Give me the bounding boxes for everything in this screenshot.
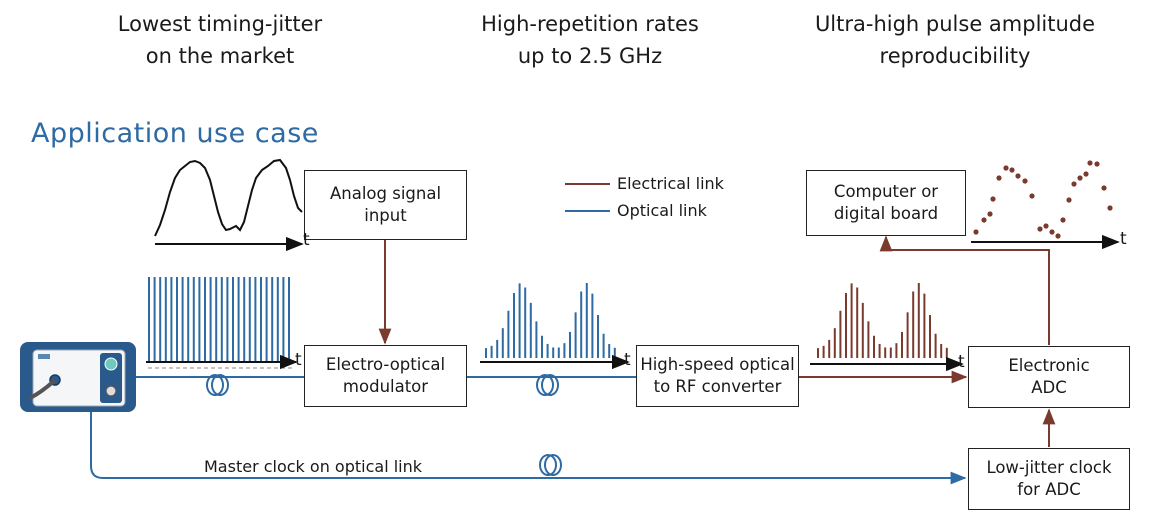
box-label: Electro-optical xyxy=(325,355,446,374)
sampled-data-points xyxy=(973,160,1113,239)
sample-dot xyxy=(1022,178,1028,184)
electronic-adc-box: Electronic ADC xyxy=(968,346,1130,408)
box-label: Electronic xyxy=(1008,356,1090,375)
feature-header-line: Lowest timing-jitter xyxy=(117,12,323,36)
box-label: digital board xyxy=(833,204,939,223)
axis-label-t: t xyxy=(1120,229,1127,249)
box-label: Low-jitter clock xyxy=(986,458,1112,477)
sample-dot xyxy=(1015,173,1021,179)
feature-header-line: Ultra-high pulse amplitude xyxy=(814,12,1096,36)
box-label: ADC xyxy=(1031,378,1067,397)
axis-label-t: t xyxy=(624,350,631,370)
box-label: Analog signal xyxy=(329,184,442,203)
computer-digital-board-box: Computer or digital board xyxy=(806,170,966,236)
sample-dot xyxy=(987,211,993,217)
box-label: High-speed optical xyxy=(640,355,795,374)
master-clock-label: Master clock on optical link xyxy=(204,457,423,476)
sample-dot xyxy=(1049,229,1055,235)
electrical-pulse-train xyxy=(817,283,948,358)
fiber-coil-icon xyxy=(539,454,562,476)
optical-pulse-train xyxy=(148,277,290,362)
feature-header-line: High-repetition rates xyxy=(481,12,699,36)
electro-optical-modulator-box: Electro-optical modulator xyxy=(304,345,467,407)
section-title: Application use case xyxy=(31,118,319,149)
sample-dot xyxy=(981,217,987,223)
low-jitter-clock-box: Low-jitter clock for ADC xyxy=(968,448,1130,510)
feature-header-line: on the market xyxy=(145,44,295,68)
feature-header-line: up to 2.5 GHz xyxy=(517,44,663,68)
feature-header-repetition: High-repetition rates up to 2.5 GHz xyxy=(450,8,730,72)
legend-electrical-label: Electrical link xyxy=(617,174,724,193)
feature-header-line: reproducibility xyxy=(879,44,1031,68)
optical-to-rf-converter-box: High-speed optical to RF converter xyxy=(636,345,799,407)
sample-dot xyxy=(1037,226,1043,232)
sample-dot xyxy=(1083,171,1089,177)
feature-header-jitter: Lowest timing-jitter on the market xyxy=(80,8,360,72)
axis-label-t: t xyxy=(295,350,302,370)
sample-dot xyxy=(1066,197,1072,203)
box-label: to RF converter xyxy=(653,377,782,396)
sample-dot xyxy=(1077,175,1083,181)
sample-dot xyxy=(1071,181,1077,187)
box-label: modulator xyxy=(342,377,429,396)
axis-label-t: t xyxy=(303,230,310,250)
axis-label-t: t xyxy=(958,352,965,372)
box-label: Computer or xyxy=(833,182,939,201)
legend-optical-label: Optical link xyxy=(617,201,707,220)
sample-dot xyxy=(1043,223,1049,229)
sample-dot xyxy=(1055,233,1061,239)
sample-dot xyxy=(1101,185,1107,191)
modulated-optical-pulse-train xyxy=(485,283,616,358)
sample-dot xyxy=(990,196,996,202)
sample-dot xyxy=(1003,165,1009,171)
analog-waveform xyxy=(154,158,303,237)
sample-dot xyxy=(1087,160,1093,166)
electrical-link-adc-to-computer xyxy=(879,235,1050,345)
sample-dot xyxy=(1029,193,1035,199)
analog-signal-input-box: Analog signal input xyxy=(304,170,467,240)
sample-dot xyxy=(973,229,979,235)
fiber-coil-icon xyxy=(536,374,559,396)
sample-dot xyxy=(1060,217,1066,223)
master-clock-optical-link xyxy=(90,412,967,485)
feature-header-reproducibility: Ultra-high pulse amplitude reproducibili… xyxy=(790,8,1120,72)
laser-device-icon xyxy=(20,342,136,412)
sample-dot xyxy=(996,175,1002,181)
fiber-coil-icon xyxy=(206,374,229,396)
sample-dot xyxy=(1009,167,1015,173)
box-label: for ADC xyxy=(1017,480,1081,499)
sample-dot xyxy=(1094,161,1100,167)
box-label: input xyxy=(364,206,407,225)
sample-dot xyxy=(1107,205,1113,211)
